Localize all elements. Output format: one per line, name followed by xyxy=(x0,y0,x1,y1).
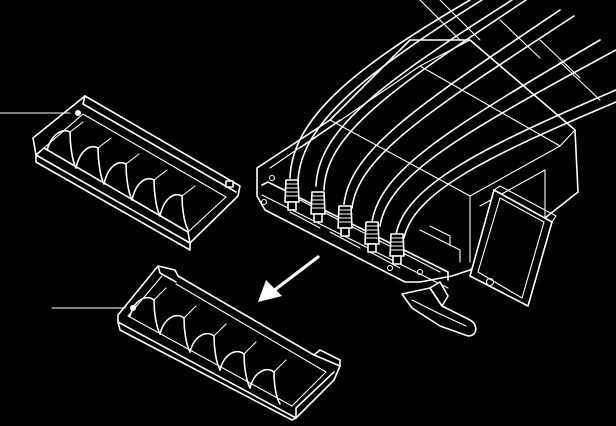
upper-cover-callout xyxy=(0,110,81,116)
couplings xyxy=(284,179,405,265)
display-panel xyxy=(469,185,557,307)
upper-cover-tray xyxy=(32,95,241,251)
lower-cover-tray xyxy=(117,265,341,421)
release-lever xyxy=(401,281,477,337)
direction-arrow xyxy=(258,255,320,302)
hoses xyxy=(289,0,616,239)
